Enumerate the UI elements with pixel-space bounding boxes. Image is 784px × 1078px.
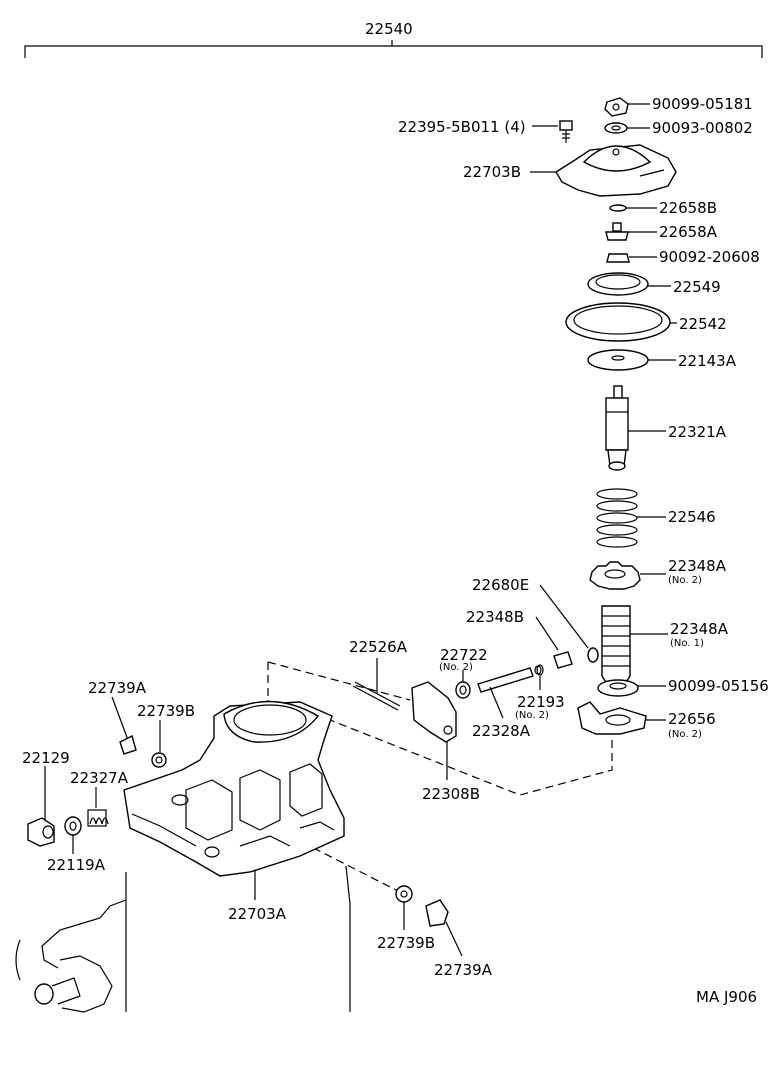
label-22658a: 22658A (659, 223, 718, 241)
gear-22348a-no2 (589, 561, 666, 590)
clip-22680e (539, 584, 599, 663)
washer-22739b-bottom (395, 885, 413, 930)
oring-22658b (609, 204, 657, 212)
label-22739b-bottom: 22739B (377, 934, 435, 952)
label-22656: 22656 (668, 710, 716, 728)
label-22348b: 22348B (466, 608, 524, 626)
adjuster-22348a-no1 (601, 605, 668, 683)
label-22526a: 22526A (349, 638, 408, 656)
label-90099-05181: 90099-05181 (652, 95, 753, 113)
diaphragm-22542 (565, 302, 677, 342)
shaft-22328a (477, 665, 542, 719)
washer-22119a (64, 816, 82, 854)
label-90099-05156: 90099-05156 (668, 677, 769, 695)
bushing-22722 (455, 670, 471, 699)
spring-22327a (87, 787, 109, 827)
housing-22703a (123, 700, 345, 900)
plate-22143a (587, 349, 676, 371)
dashed-assembly-line (267, 661, 613, 796)
label-22193: 22193 (517, 693, 565, 711)
label-90093-00802: 90093-00802 (652, 119, 753, 137)
cover-22703b (530, 144, 677, 197)
label-22327a: 22327A (70, 769, 129, 787)
screw-22658a (605, 222, 657, 241)
bracket-22656-no2 (577, 701, 666, 735)
label-22321a: 22321A (668, 423, 727, 441)
assembly-bracket (24, 40, 763, 58)
lever-22308b (411, 681, 457, 780)
assembly-number-label: 22540 (365, 20, 413, 38)
rod-22321a (605, 385, 666, 471)
sub-22722: (No. 2) (439, 662, 473, 673)
label-22542: 22542 (679, 315, 727, 333)
label-22129: 22129 (22, 749, 70, 767)
washer-90093-00802 (604, 122, 650, 134)
diagram-code: MA J906 (696, 988, 757, 1006)
bushing-22348b (535, 616, 573, 676)
label-22680e: 22680E (472, 576, 529, 594)
pump-body-lower (15, 865, 351, 1013)
screw-22395-5b011 (532, 120, 573, 143)
label-22143a: 22143A (678, 352, 737, 370)
pin-22526a (352, 658, 401, 711)
plate-22549 (587, 272, 671, 296)
label-22546: 22546 (668, 508, 716, 526)
label-22348a-no2: 22348A (668, 557, 727, 575)
plug-22739a-top (111, 696, 137, 755)
label-22739b-top: 22739B (137, 702, 195, 720)
label-22739a-bottom: 22739A (434, 961, 493, 979)
label-90092-20608: 90092-20608 (659, 248, 760, 266)
label-22658b: 22658B (659, 199, 717, 217)
label-22739a-top: 22739A (88, 679, 147, 697)
plug-22129 (27, 766, 55, 847)
nut-90099-05181 (604, 97, 650, 117)
washer-22739b-top (151, 720, 167, 768)
label-22703b: 22703B (463, 163, 521, 181)
label-22395-5b011: 22395-5B011 (4) (398, 118, 526, 136)
label-22119a: 22119A (47, 856, 106, 874)
label-22549: 22549 (673, 278, 721, 296)
nut-90092-20608 (606, 253, 657, 263)
plug-22739a-bottom (425, 899, 463, 957)
spring-22546 (596, 488, 666, 548)
label-22703a: 22703A (228, 905, 287, 923)
label-22308b: 22308B (422, 785, 480, 803)
nut-90099-05156 (597, 679, 666, 697)
sub-22193: (No. 2) (515, 710, 549, 721)
sub-22656: (No. 2) (668, 729, 702, 740)
sub-22348a-no2: (No. 2) (668, 575, 702, 586)
label-22328a: 22328A (472, 722, 531, 740)
label-22722: 22722 (440, 646, 488, 664)
label-22348a-no1: 22348A (670, 620, 729, 638)
sub-22348a-no1: (No. 1) (670, 638, 704, 649)
